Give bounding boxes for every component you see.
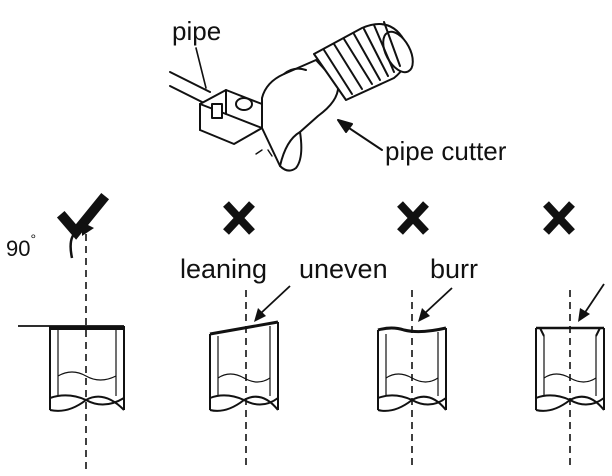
pipe-burr-cut xyxy=(535,283,605,470)
pipe-uneven-cut xyxy=(377,287,453,470)
cutter-knob xyxy=(313,21,414,101)
pipe-leaning-cut xyxy=(209,285,291,470)
x-icon xyxy=(543,201,575,235)
x-icon xyxy=(223,201,255,235)
pipe-cutter-illustration xyxy=(169,21,414,172)
pipe-label: pipe xyxy=(172,16,221,46)
leaning-label: leaning xyxy=(180,254,267,284)
angle-label: 90° xyxy=(6,231,36,261)
burr-label: burr xyxy=(430,254,478,284)
x-icon xyxy=(397,201,429,235)
angle-value: 90 xyxy=(6,236,30,261)
angle-arrow-icon xyxy=(82,222,94,236)
degree-mark: ° xyxy=(30,231,36,247)
uneven-label: uneven xyxy=(299,254,388,284)
pipe-correct-cut xyxy=(18,222,125,470)
pipe-cutter-label: pipe cutter xyxy=(385,136,507,166)
cutter-body xyxy=(255,59,340,172)
pipe-illustration xyxy=(169,47,211,105)
pipe-cutter-pointer xyxy=(337,119,383,151)
